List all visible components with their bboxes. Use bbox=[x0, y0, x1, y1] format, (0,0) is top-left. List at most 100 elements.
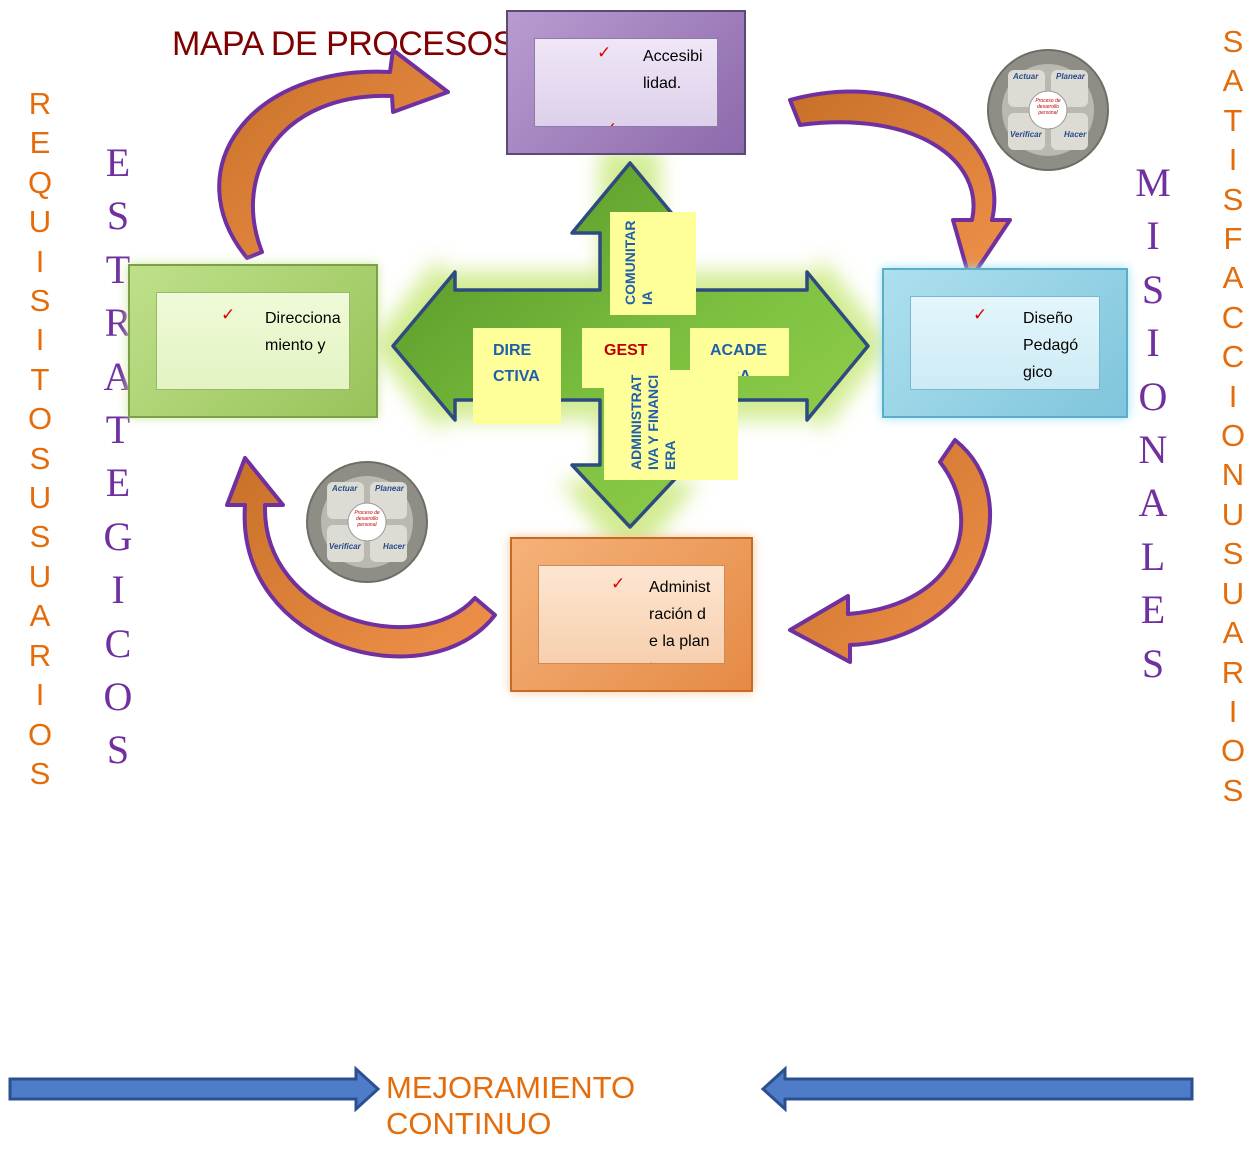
vertical-letter: E bbox=[29, 125, 51, 161]
pdca-actuar-label: Actuar bbox=[332, 484, 358, 493]
page-title: MAPA DE PROCESOS bbox=[172, 25, 515, 63]
label-comunitaria-text: COMUNITARIA bbox=[622, 220, 655, 305]
vertical-letter: S bbox=[1222, 536, 1244, 572]
vertical-letter: T bbox=[1223, 102, 1243, 138]
vertical-letter: I bbox=[1228, 693, 1238, 729]
vertical-letter: U bbox=[28, 204, 52, 240]
vertical-letter: C bbox=[1221, 339, 1245, 375]
vertical-letter: A bbox=[1138, 480, 1168, 526]
pdca-planear-label: Planear bbox=[1056, 72, 1085, 81]
vertical-letter: S bbox=[29, 755, 51, 791]
pdca-planear-label: Planear bbox=[375, 484, 404, 493]
vertical-letter: O bbox=[1220, 418, 1246, 454]
vertical-letter: U bbox=[1221, 496, 1245, 532]
pdca-cycle-image-bottom: Actuar Planear Verificar Hacer Proceso d… bbox=[305, 460, 429, 584]
process-box-bottom: ✓ Administración de la planta bbox=[510, 537, 753, 692]
continuo-text: CONTINUO bbox=[386, 1106, 552, 1141]
vertical-letter: E bbox=[1140, 587, 1166, 633]
vertical-letter: N bbox=[1138, 427, 1168, 473]
pdca-verificar-label: Verificar bbox=[329, 542, 361, 551]
vertical-letter: O bbox=[1220, 733, 1246, 769]
process-box-left-text: Direccionamiento y bbox=[265, 310, 341, 354]
vertical-letter: T bbox=[105, 407, 131, 453]
label-directiva: DIRECTIVA bbox=[473, 328, 561, 424]
vertical-letter: O bbox=[27, 716, 53, 752]
vertical-letter: A bbox=[1222, 260, 1244, 296]
vertical-letter: C bbox=[1221, 299, 1245, 335]
vertical-letter: M bbox=[1135, 160, 1171, 205]
vertical-letter: A bbox=[1222, 615, 1244, 651]
checkmark-icon: ✓ bbox=[597, 43, 612, 63]
vertical-letter: I bbox=[1146, 213, 1160, 259]
vertical-letter: S bbox=[1222, 181, 1244, 217]
mejoramiento-continuo-label: MEJORAMIENTO CONTINUO bbox=[386, 1070, 635, 1142]
vertical-letter: S bbox=[1222, 24, 1244, 59]
pdca-hacer-label: Hacer bbox=[383, 542, 406, 551]
pdca-hacer-label: Hacer bbox=[1064, 130, 1087, 139]
vertical-letter: I bbox=[1228, 378, 1238, 414]
vertical-letter: S bbox=[1222, 772, 1244, 808]
vertical-letter: I bbox=[35, 322, 45, 358]
vertical-letter: U bbox=[1221, 575, 1245, 611]
vertical-letter: A bbox=[1222, 63, 1244, 99]
vertical-letter: R bbox=[28, 86, 52, 121]
vertical-letter: S bbox=[1141, 640, 1165, 686]
label-administrativa-text: ADMINISTRATIVA Y FINANCIERA bbox=[628, 374, 678, 470]
vertical-letter: A bbox=[29, 598, 51, 634]
process-box-left: ✓ Direccionamiento y bbox=[128, 264, 378, 418]
vertical-letter: F bbox=[1223, 221, 1243, 257]
vertical-letter: S bbox=[29, 440, 51, 476]
label-academica: ACADEMICA bbox=[690, 328, 789, 376]
vertical-letter: R bbox=[104, 300, 132, 346]
process-box-top-text: Accesibilidad. bbox=[643, 48, 703, 92]
curved-arrow-left-to-top bbox=[217, 48, 450, 260]
pdca-verificar-label: Verificar bbox=[1010, 130, 1042, 139]
pdca-center-label: Proceso de desarrollo personal bbox=[1035, 98, 1061, 116]
curved-arrow-top-to-right bbox=[788, 89, 1012, 282]
vertical-letter: E bbox=[105, 460, 131, 506]
vertical-letter: L bbox=[1140, 533, 1166, 579]
vertical-letter: S bbox=[29, 283, 51, 319]
vertical-letter: E bbox=[105, 140, 131, 185]
checkmark-icon: ✓ bbox=[611, 574, 626, 594]
vertical-letter: I bbox=[35, 677, 45, 713]
vertical-letter: C bbox=[104, 620, 132, 666]
vertical-letter: U bbox=[28, 480, 52, 516]
curved-arrow-right-to-bottom bbox=[788, 438, 992, 664]
vertical-letter: O bbox=[1138, 373, 1168, 419]
vertical-letter: Q bbox=[27, 164, 53, 200]
checkmark-icon: ✓ bbox=[973, 305, 988, 325]
vertical-letter: T bbox=[105, 246, 131, 292]
checkmark-icon: ✓ bbox=[981, 389, 995, 390]
process-box-right: ✓ ✓ Diseño Pedagógico bbox=[882, 268, 1128, 418]
left-pointing-arrow bbox=[760, 1065, 1194, 1113]
vertical-letter: I bbox=[1146, 320, 1160, 366]
checkmark-icon: ✓ bbox=[221, 305, 236, 325]
vertical-letter: R bbox=[28, 637, 52, 673]
vertical-letter: R bbox=[1221, 654, 1245, 690]
vertical-letter: A bbox=[103, 353, 133, 399]
vertical-letter: S bbox=[106, 727, 130, 773]
vertical-letter: N bbox=[1221, 457, 1245, 493]
vertical-letter: S bbox=[106, 193, 130, 239]
pdca-cycle-image-top: Actuar Planear Verificar Hacer Proceso d… bbox=[986, 48, 1110, 172]
process-box-right-text: Diseño Pedagógico bbox=[1023, 310, 1079, 381]
vertical-letter: I bbox=[1228, 142, 1238, 178]
pdca-actuar-label: Actuar bbox=[1013, 72, 1039, 81]
curved-arrow-bottom-to-left bbox=[225, 456, 497, 659]
right-pointing-arrow bbox=[8, 1065, 381, 1113]
vertical-letter: T bbox=[30, 361, 50, 397]
vertical-letter: S bbox=[1141, 266, 1165, 312]
vertical-letter: I bbox=[111, 567, 125, 613]
checkmark-icon: ✓ bbox=[603, 119, 617, 126]
vertical-letter: U bbox=[28, 558, 52, 594]
vertical-letter: S bbox=[29, 519, 51, 555]
label-comunitaria: COMUNITARIA bbox=[610, 212, 696, 315]
vertical-letter: I bbox=[35, 243, 45, 279]
pdca-center-label: Proceso de desarrollo personal bbox=[354, 510, 380, 528]
vertical-letter: O bbox=[103, 674, 133, 720]
